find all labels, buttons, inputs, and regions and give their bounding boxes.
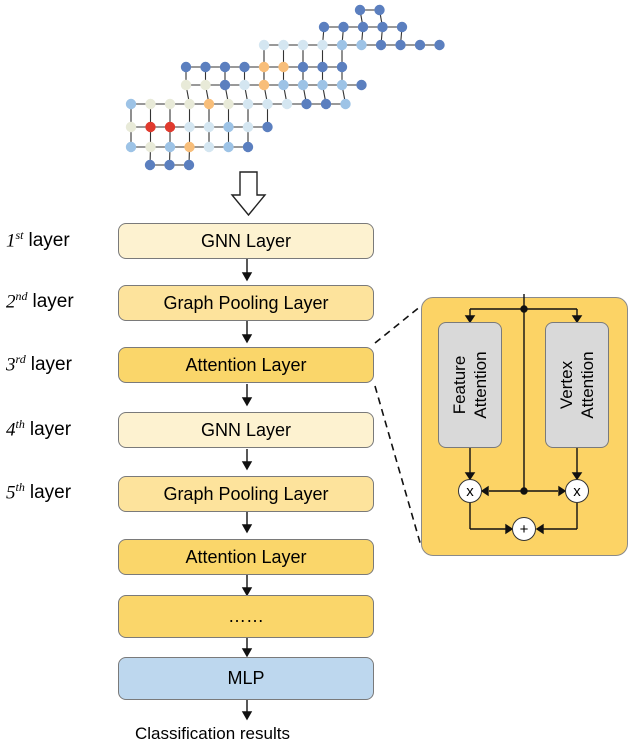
graph-node bbox=[297, 79, 309, 91]
graph-node bbox=[278, 79, 289, 91]
graph-node bbox=[242, 141, 254, 153]
attention-layer-box-2: Attention Layer bbox=[118, 539, 374, 575]
graph-node bbox=[317, 61, 328, 73]
graph-node bbox=[356, 39, 367, 51]
graph-node bbox=[375, 39, 387, 51]
graph-node bbox=[258, 79, 270, 91]
graph-node bbox=[125, 141, 137, 153]
graph-node bbox=[125, 121, 137, 133]
feature-attention-box: Feature Attention bbox=[438, 322, 502, 448]
graph-node bbox=[354, 4, 366, 16]
graph-node bbox=[278, 39, 289, 51]
graph-node bbox=[317, 39, 328, 51]
graph-node bbox=[145, 98, 156, 110]
graph-node bbox=[242, 98, 254, 110]
graph-node bbox=[317, 79, 328, 91]
graph-pooling-layer-box-2: Graph Pooling Layer bbox=[118, 476, 374, 512]
graph-node bbox=[242, 121, 254, 133]
graph-node bbox=[396, 21, 408, 33]
graph-node bbox=[219, 61, 231, 73]
graph-node bbox=[297, 61, 309, 73]
graph-node bbox=[340, 98, 351, 110]
vertex-attention-label: Vertex Attention bbox=[557, 351, 597, 419]
graph-node bbox=[278, 61, 289, 73]
graph-node bbox=[356, 79, 367, 91]
graph-node bbox=[184, 141, 195, 153]
multiply-icon-left: x bbox=[458, 479, 482, 503]
graph-node bbox=[377, 21, 388, 33]
graph-node bbox=[203, 121, 215, 133]
graph-node bbox=[434, 39, 445, 51]
add-icon: + bbox=[512, 517, 536, 541]
graph-node bbox=[219, 79, 231, 91]
graph-node bbox=[297, 39, 309, 51]
graph-node bbox=[223, 121, 234, 133]
graph-node bbox=[184, 98, 195, 110]
graph-node bbox=[145, 121, 156, 133]
graph-node bbox=[262, 98, 273, 110]
input-graph-illustration bbox=[125, 4, 445, 171]
graph-node bbox=[180, 61, 192, 73]
zoom-dashed-lines bbox=[374, 305, 422, 547]
graph-node bbox=[336, 39, 348, 51]
graph-node bbox=[164, 141, 176, 153]
graph-node bbox=[336, 79, 348, 91]
graph-node bbox=[164, 121, 176, 133]
ellipsis-layer-box: …… bbox=[118, 595, 374, 638]
graph-node bbox=[164, 159, 175, 171]
graph-node bbox=[374, 4, 385, 16]
gnn-layer-box-1: GNN Layer bbox=[118, 223, 374, 259]
vertex-attention-box: Vertex Attention bbox=[545, 322, 609, 448]
graph-node bbox=[200, 61, 211, 73]
attention-layer-box-1: Attention Layer bbox=[118, 347, 374, 383]
graph-node bbox=[223, 141, 234, 153]
graph-node bbox=[239, 79, 250, 91]
graph-node bbox=[200, 79, 211, 91]
classification-results-label: Classification results bbox=[135, 724, 290, 743]
graph-node bbox=[357, 21, 369, 33]
graph-node bbox=[183, 159, 195, 171]
graph-pooling-layer-box-1: Graph Pooling Layer bbox=[118, 285, 374, 321]
multiply-icon-right: x bbox=[565, 479, 589, 503]
pipeline-connectors bbox=[241, 259, 253, 721]
mlp-box: MLP bbox=[118, 657, 374, 700]
graph-node bbox=[239, 61, 250, 73]
graph-node bbox=[338, 21, 349, 33]
graph-node bbox=[318, 21, 330, 33]
graph-node bbox=[414, 39, 426, 51]
graph-node bbox=[395, 39, 406, 51]
graph-node bbox=[336, 61, 348, 73]
graph-node bbox=[164, 98, 176, 110]
graph-node bbox=[320, 98, 332, 110]
graph-node bbox=[203, 141, 215, 153]
input-arrow-icon bbox=[230, 171, 267, 217]
graph-node bbox=[125, 98, 137, 110]
graph-node bbox=[203, 98, 215, 110]
graph-node bbox=[145, 141, 156, 153]
feature-attention-label: Feature Attention bbox=[450, 351, 490, 419]
graph-node bbox=[281, 98, 293, 110]
graph-node bbox=[258, 39, 270, 51]
graph-node bbox=[301, 98, 312, 110]
graph-node bbox=[262, 121, 273, 133]
graph-node bbox=[180, 79, 192, 91]
graph-node bbox=[144, 159, 156, 171]
gnn-layer-box-2: GNN Layer bbox=[118, 412, 374, 448]
graph-node bbox=[258, 61, 270, 73]
graph-node bbox=[184, 121, 195, 133]
graph-node bbox=[223, 98, 234, 110]
